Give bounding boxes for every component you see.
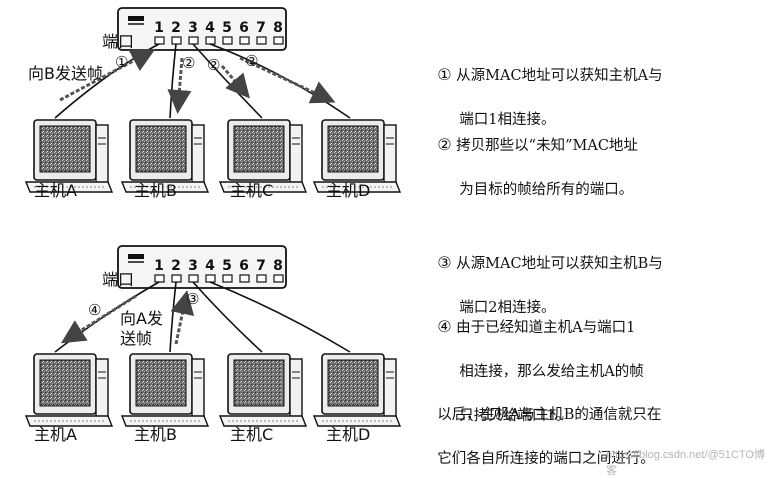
frame-arrow-a-to-switch	[59, 49, 156, 102]
port-number: 4	[205, 258, 215, 274]
note-4: ④ 由于已经知道主机A与端口1 相连接，那么发给主机A的帧 只拷贝给端口1。	[428, 294, 644, 427]
note-text: 拷贝那些以“未知”MAC地址	[456, 138, 638, 154]
host-label: 主机A	[34, 425, 77, 444]
note-marker: ②	[437, 135, 452, 154]
bottom-port-numbers: 1 2 3 4 5 6 7 8	[154, 258, 283, 274]
host-label: 主机C	[230, 181, 273, 200]
cable-host-d	[209, 43, 351, 119]
host-d-computer	[313, 353, 401, 427]
frame-label: 送帧	[120, 329, 152, 348]
port-number: 2	[171, 20, 181, 36]
step-marker: ②	[207, 56, 220, 74]
port-number: 8	[273, 20, 283, 36]
frame-arrow-b-to-switch	[170, 290, 195, 345]
host-label: 主机C	[230, 425, 273, 444]
top-port-jacks	[154, 36, 284, 45]
cable-host-b	[169, 43, 177, 119]
note-2: ② 拷贝那些以“未知”MAC地址 为目标的帧给所有的端口。	[428, 112, 638, 201]
note-3: ③ 从源MAC地址可以获知主机B与 端口2相连接。	[428, 230, 663, 319]
note-marker: ①	[437, 65, 452, 84]
note-1: ① 从源MAC地址可以获知主机A与 端口1相连接。	[428, 42, 663, 131]
host-label: 主机B	[134, 181, 177, 200]
top-port-numbers: 1 2 3 4 5 6 7 8	[154, 20, 283, 36]
port-number: 6	[239, 258, 249, 274]
port-number: 1	[154, 20, 164, 36]
note-marker: ③	[437, 253, 452, 272]
frame-label: 向A发	[120, 309, 163, 328]
step-marker: ③	[186, 290, 199, 308]
port-number: 3	[188, 258, 198, 274]
host-label: 主机A	[34, 181, 77, 200]
port-number: 4	[205, 20, 215, 36]
step-marker: ②	[245, 52, 258, 70]
step-marker: ①	[115, 53, 128, 71]
note-5: 以后，主机A与主机B的通信就只在 它们各自所连接的端口之间进行。	[428, 382, 661, 470]
top-panel: 1 2 3 4 5 6 7 8 端口 ① ② ② ② 向B发送帧 主机A 主机B	[25, 7, 401, 200]
switch-learning-diagram: 1 2 3 4 5 6 7 8 端口 ① ② ② ② 向B发送帧 主机A 主机B	[25, 7, 401, 444]
frame-arrow-to-a	[60, 294, 137, 344]
port-number: 7	[256, 258, 266, 274]
note-text: 相连接，那么发给主机A的帧	[459, 364, 644, 380]
port-number: 1	[154, 258, 164, 274]
port-number: 3	[188, 20, 198, 36]
note-text: 由于已经知道主机A与端口1	[456, 320, 636, 336]
cable-host-c	[192, 281, 263, 353]
step-marker: ②	[182, 54, 195, 72]
flood-arrow-b	[167, 57, 192, 114]
host-b-computer	[121, 353, 209, 427]
top-port-label: 端口	[102, 32, 134, 51]
note-text: 只拷贝给端口1。	[459, 408, 570, 424]
flood-arrow-d	[239, 56, 336, 104]
port-number: 2	[171, 258, 181, 274]
frame-label: 向B发送帧	[28, 64, 103, 83]
note-marker: ④	[437, 317, 452, 336]
note-text: 它们各自所连接的端口之间进行。	[437, 451, 655, 467]
watermark: https://blog.csdn.net/@51CTO博客	[606, 449, 765, 477]
port-number: 5	[222, 20, 232, 36]
port-number: 8	[273, 258, 283, 274]
port-number: 6	[239, 20, 249, 36]
step-marker: ④	[88, 301, 101, 319]
host-label: 主机D	[326, 181, 370, 200]
host-a-computer	[25, 353, 113, 427]
host-label: 主机D	[326, 425, 370, 444]
host-label: 主机B	[134, 425, 177, 444]
note-text: 端口1相连接。	[459, 112, 556, 128]
host-c-computer	[219, 353, 307, 427]
bottom-panel: 1 2 3 4 5 6 7 8 端口 ④ ③ 向A发 送帧 主机A 主机B 主机…	[25, 245, 401, 444]
note-text: 端口2相连接。	[459, 300, 556, 316]
cable-host-d	[209, 281, 351, 353]
port-number: 7	[256, 20, 266, 36]
note-text: 从源MAC地址可以获知主机B与	[456, 256, 663, 272]
note-text: 为目标的帧给所有的端口。	[459, 182, 634, 198]
note-text: 从源MAC地址可以获知主机A与	[456, 68, 663, 84]
bottom-port-label: 端口	[102, 270, 134, 289]
cable-host-b	[169, 281, 177, 353]
bottom-port-jacks	[154, 274, 284, 283]
flood-arrow-c	[220, 65, 250, 99]
port-number: 5	[222, 258, 232, 274]
note-text: 以后，主机A与主机B的通信就只在	[437, 407, 662, 423]
